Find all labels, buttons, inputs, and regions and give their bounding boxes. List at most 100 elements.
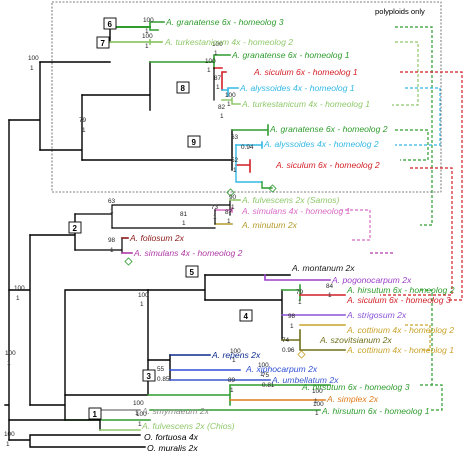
simulans-h1-branch	[214, 207, 233, 213]
support-value: 52	[231, 157, 239, 164]
link-pink	[340, 209, 371, 241]
support-value: 82	[218, 104, 226, 111]
clade-1-branch	[8, 409, 101, 431]
support-values: 100 1 100 1 100 1 79 1 100 1 87 1 100 1 …	[4, 17, 334, 448]
clade-1-label: 1	[93, 410, 98, 419]
support-value: 0.81	[262, 382, 275, 389]
support-value: 100	[4, 431, 15, 438]
tip-marker	[297, 350, 306, 359]
support-value: 1	[314, 398, 318, 405]
support-value: 75	[262, 372, 270, 379]
support-value: 87	[214, 75, 222, 82]
support-value: 1	[231, 204, 235, 211]
support-value: 1	[140, 301, 144, 308]
support-value: 100	[313, 401, 324, 408]
link-lightgreen	[392, 41, 419, 106]
alyssoides-h1-branch	[221, 87, 239, 97]
support-value: 1	[220, 113, 224, 120]
support-value: 1	[30, 65, 34, 72]
taxon-label-minutum: A. minutum 2x	[241, 220, 298, 230]
support-value: 1	[145, 43, 149, 50]
taxon-label-smyrnaeum: A. smyrnaeum 2x	[141, 406, 210, 416]
support-value: 1	[6, 441, 10, 448]
support-value: 1	[227, 218, 231, 225]
taxon-label-hirsutum-h3: A. hirsutum 6x - homeolog 3	[301, 382, 410, 392]
taxon-label-umbellatum: A. umbellatum 2x	[271, 375, 339, 385]
taxon-labels: A. granatense 6x - homeolog 3 A. turkest…	[129, 17, 455, 453]
taxon-label-cottinum-h1: A. cottinum 4x - homeolog 1	[346, 345, 454, 355]
taxon-label-fortuosa: O. fortuosa 4x	[144, 432, 199, 442]
taxon-label-siculum-h3: A. siculum 6x - homeolog 3	[346, 295, 451, 305]
clade-9-branch	[81, 129, 233, 171]
support-value: 100	[312, 388, 323, 395]
clade-8-label: 8	[181, 84, 186, 93]
repens-group-branch	[147, 354, 171, 381]
link-green-2	[395, 129, 429, 161]
support-value: 55	[157, 366, 165, 373]
tip-marker	[124, 257, 133, 266]
support-value: 1	[260, 371, 264, 378]
szovitsianum-branch	[281, 329, 346, 351]
homeolog-links	[340, 26, 463, 411]
support-value: 63	[108, 198, 116, 205]
support-value: 1	[82, 127, 86, 134]
support-value: 100	[205, 58, 216, 65]
support-value: 84	[326, 283, 334, 290]
support-value: 1	[182, 220, 186, 227]
taxon-label-simulans-h2: A. simulans 4x - homeolog 2	[133, 248, 243, 258]
support-value: 81	[180, 211, 188, 218]
clade-2-branch	[29, 213, 76, 251]
hirsutum-h2-branch	[281, 284, 301, 301]
hirsutum-h3-branch	[147, 384, 331, 406]
support-value: 87	[225, 209, 233, 216]
taxon-label-montanum: A. montanum 2x	[291, 263, 355, 273]
support-value: 1	[328, 292, 332, 299]
granatense-h1-branch	[149, 54, 231, 69]
support-value: 100	[133, 400, 144, 407]
clade-3-branch	[64, 289, 149, 396]
alyssoides-h2-branch	[235, 141, 263, 149]
support-value: 1	[207, 67, 211, 74]
support-value: 1	[110, 247, 114, 254]
clade-9-box	[187, 135, 201, 148]
support-value: 1	[233, 167, 237, 174]
taxon-label-siculum-h1: A. siculum 6x - homeolog 1	[253, 67, 358, 77]
link-gold	[405, 324, 431, 351]
clade-9-lower	[261, 181, 273, 189]
support-value: 1	[145, 28, 149, 35]
clade-6-tip	[149, 21, 165, 31]
taxon-label-granatense-h1: A. granatense 6x - homeolog 1	[231, 50, 350, 60]
support-value: 1	[110, 208, 114, 215]
clade-7-branch	[109, 39, 163, 45]
support-value: 100	[258, 362, 269, 369]
clade-boxes: 6 7 8 9 2 5 4 3 1	[68, 17, 253, 420]
support-value: 100	[212, 41, 223, 48]
granatense-h2-branch	[231, 124, 269, 136]
support-value: 1	[213, 214, 217, 221]
support-value: 100	[230, 348, 241, 355]
support-value: 1	[315, 410, 319, 417]
support-value: 79	[79, 117, 87, 124]
support-value: 90	[229, 194, 237, 201]
support-value: 73	[211, 204, 219, 211]
support-value: 1	[214, 50, 218, 57]
taxon-label-turkestanicum-h2: A. turkestanicum 4x - homeolog 2	[164, 37, 293, 47]
support-value: 79	[296, 289, 304, 296]
link-red	[400, 71, 463, 301]
support-value: 0.94	[241, 144, 254, 151]
clade-9-inner	[235, 144, 263, 183]
clade-6-box	[103, 17, 117, 30]
support-value: 1	[227, 101, 231, 108]
tip-markers	[124, 184, 306, 359]
clade-5-branch	[147, 274, 206, 301]
support-value: 100	[14, 285, 25, 292]
link-green-3	[420, 384, 443, 411]
support-value: 98	[288, 313, 296, 320]
polyploids-box-label: polyploids only	[375, 7, 425, 16]
clade-4-label: 4	[244, 312, 249, 321]
taxon-label-fulvescens-samos: A. fulvescens 2x (Samos)	[241, 195, 340, 205]
tree-branches	[4, 21, 346, 448]
support-value: 1	[138, 421, 142, 428]
